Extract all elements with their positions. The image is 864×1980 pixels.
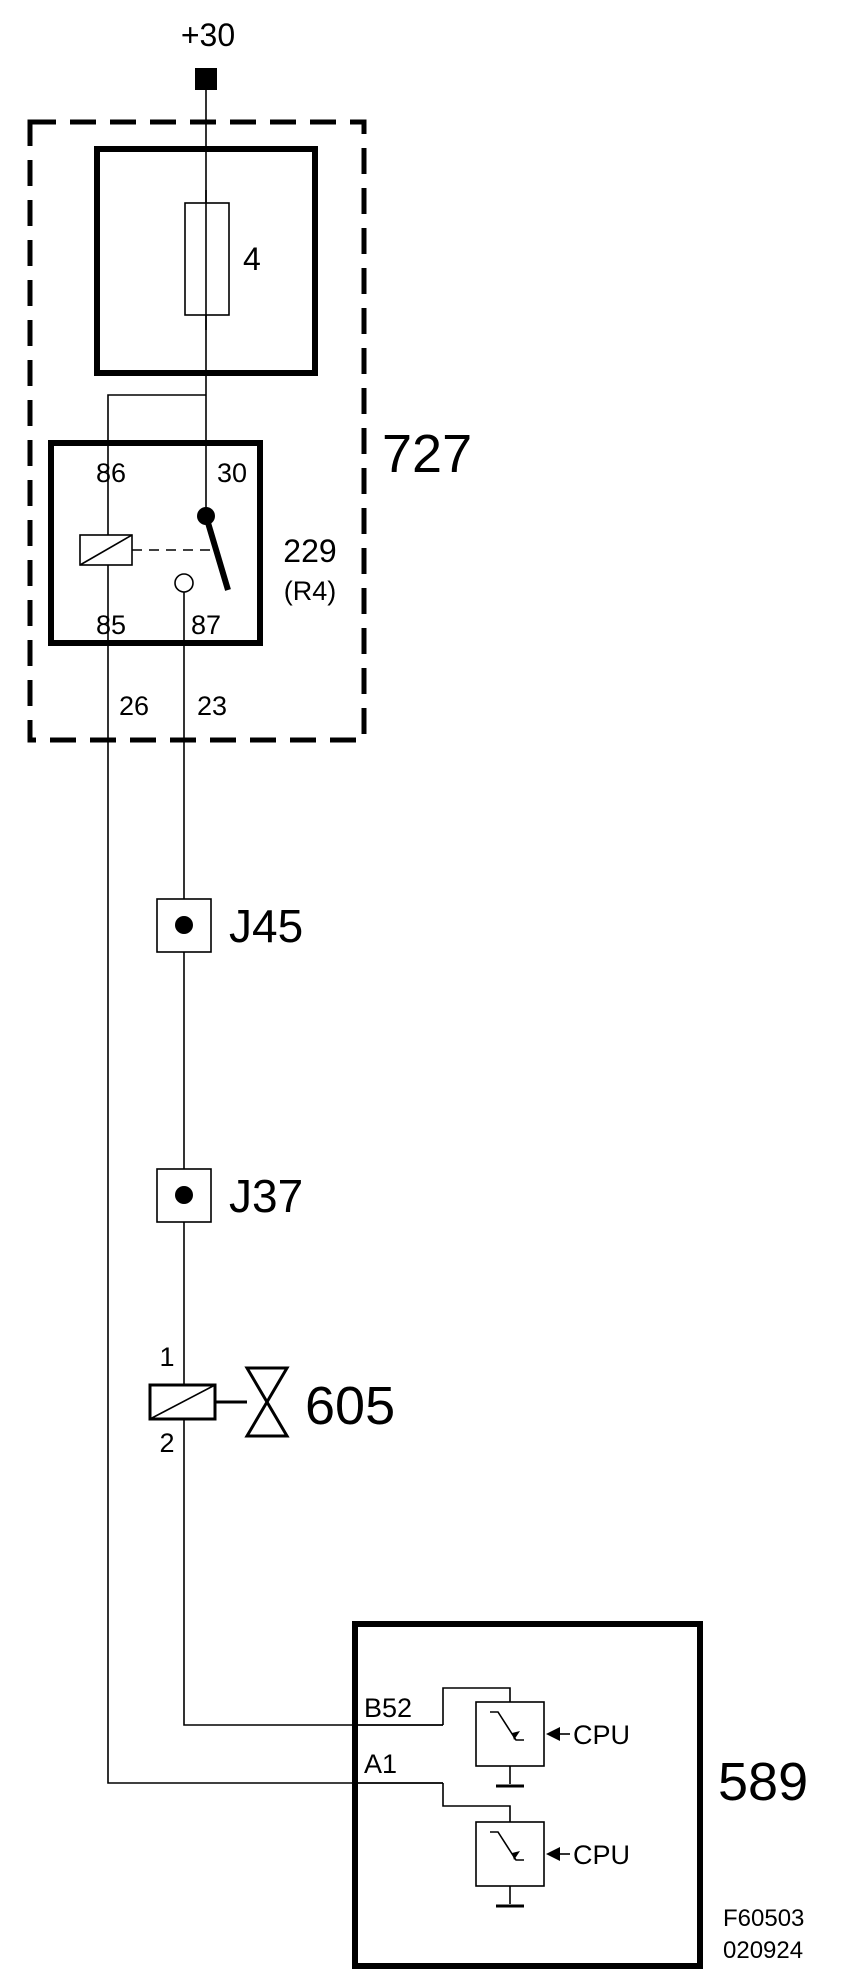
relay-sub-id: (R4) (284, 576, 337, 606)
connector-j37-label: J37 (229, 1170, 303, 1222)
driver-upper-arrowhead (512, 1731, 520, 1740)
driver-lower-transistor-icon (490, 1831, 524, 1861)
ecu-a1-route (442, 1783, 511, 1822)
drawing-code-line2: 020924 (723, 1937, 803, 1964)
fuse-relay-box-id: 727 (382, 424, 472, 484)
connector-j45-pin (175, 916, 193, 934)
control-unit-enclosure (352, 1621, 703, 1969)
supply-terminal (195, 68, 217, 90)
driver-upper-cpu-arrow-icon (546, 1727, 560, 1741)
relay-contact-87 (174, 573, 194, 593)
control-unit-id: 589 (718, 1752, 808, 1812)
ecu-b52-route (442, 1687, 511, 1725)
driver-lower-cpu-arrow-icon (546, 1847, 560, 1861)
fuse-relay-box-boundary (27, 119, 367, 743)
relay-pin-85: 85 (96, 610, 126, 640)
control-wire-b52 (183, 1419, 443, 1726)
relay-pin-30: 30 (217, 458, 247, 488)
valve-pin-2: 2 (159, 1428, 174, 1458)
relay-switch-arm (203, 515, 231, 591)
drawing-code-line1: F60503 (723, 1905, 804, 1932)
ecu-pin-a1: A1 (364, 1749, 397, 1779)
connector-j45-label: J45 (229, 900, 303, 952)
valve-symbol-icon (244, 1366, 290, 1438)
harness-pin-right: 23 (197, 691, 227, 721)
valve-solenoid-diagonal (149, 1384, 216, 1420)
supply-label: +30 (181, 17, 235, 53)
valve-id: 605 (305, 1376, 395, 1436)
driver-lower (475, 1821, 545, 1887)
fuse-label: 4 (243, 241, 261, 277)
relay-coil-diagonal (79, 534, 133, 566)
relay-id: 229 (283, 533, 336, 569)
driver-upper (475, 1701, 545, 1767)
control-wire-a1 (107, 610, 443, 1784)
coil-feed-wire (107, 394, 206, 544)
connector-j37-pin (175, 1186, 193, 1204)
relay-enclosure (48, 440, 263, 646)
fuse-enclosure (94, 146, 318, 376)
harness-pin-left: 26 (119, 691, 149, 721)
driver-lower-cpu-label: CPU (573, 1840, 630, 1870)
relay-pin-87: 87 (191, 610, 221, 640)
driver-upper-cpu-label: CPU (573, 1720, 630, 1750)
fuse-element (184, 202, 230, 316)
ecu-pin-b52: B52 (364, 1693, 412, 1723)
driver-lower-arrowhead (512, 1851, 520, 1860)
valve-pin-1: 1 (159, 1342, 174, 1372)
driver-upper-transistor-icon (490, 1711, 524, 1741)
relay-pin-86: 86 (96, 458, 126, 488)
